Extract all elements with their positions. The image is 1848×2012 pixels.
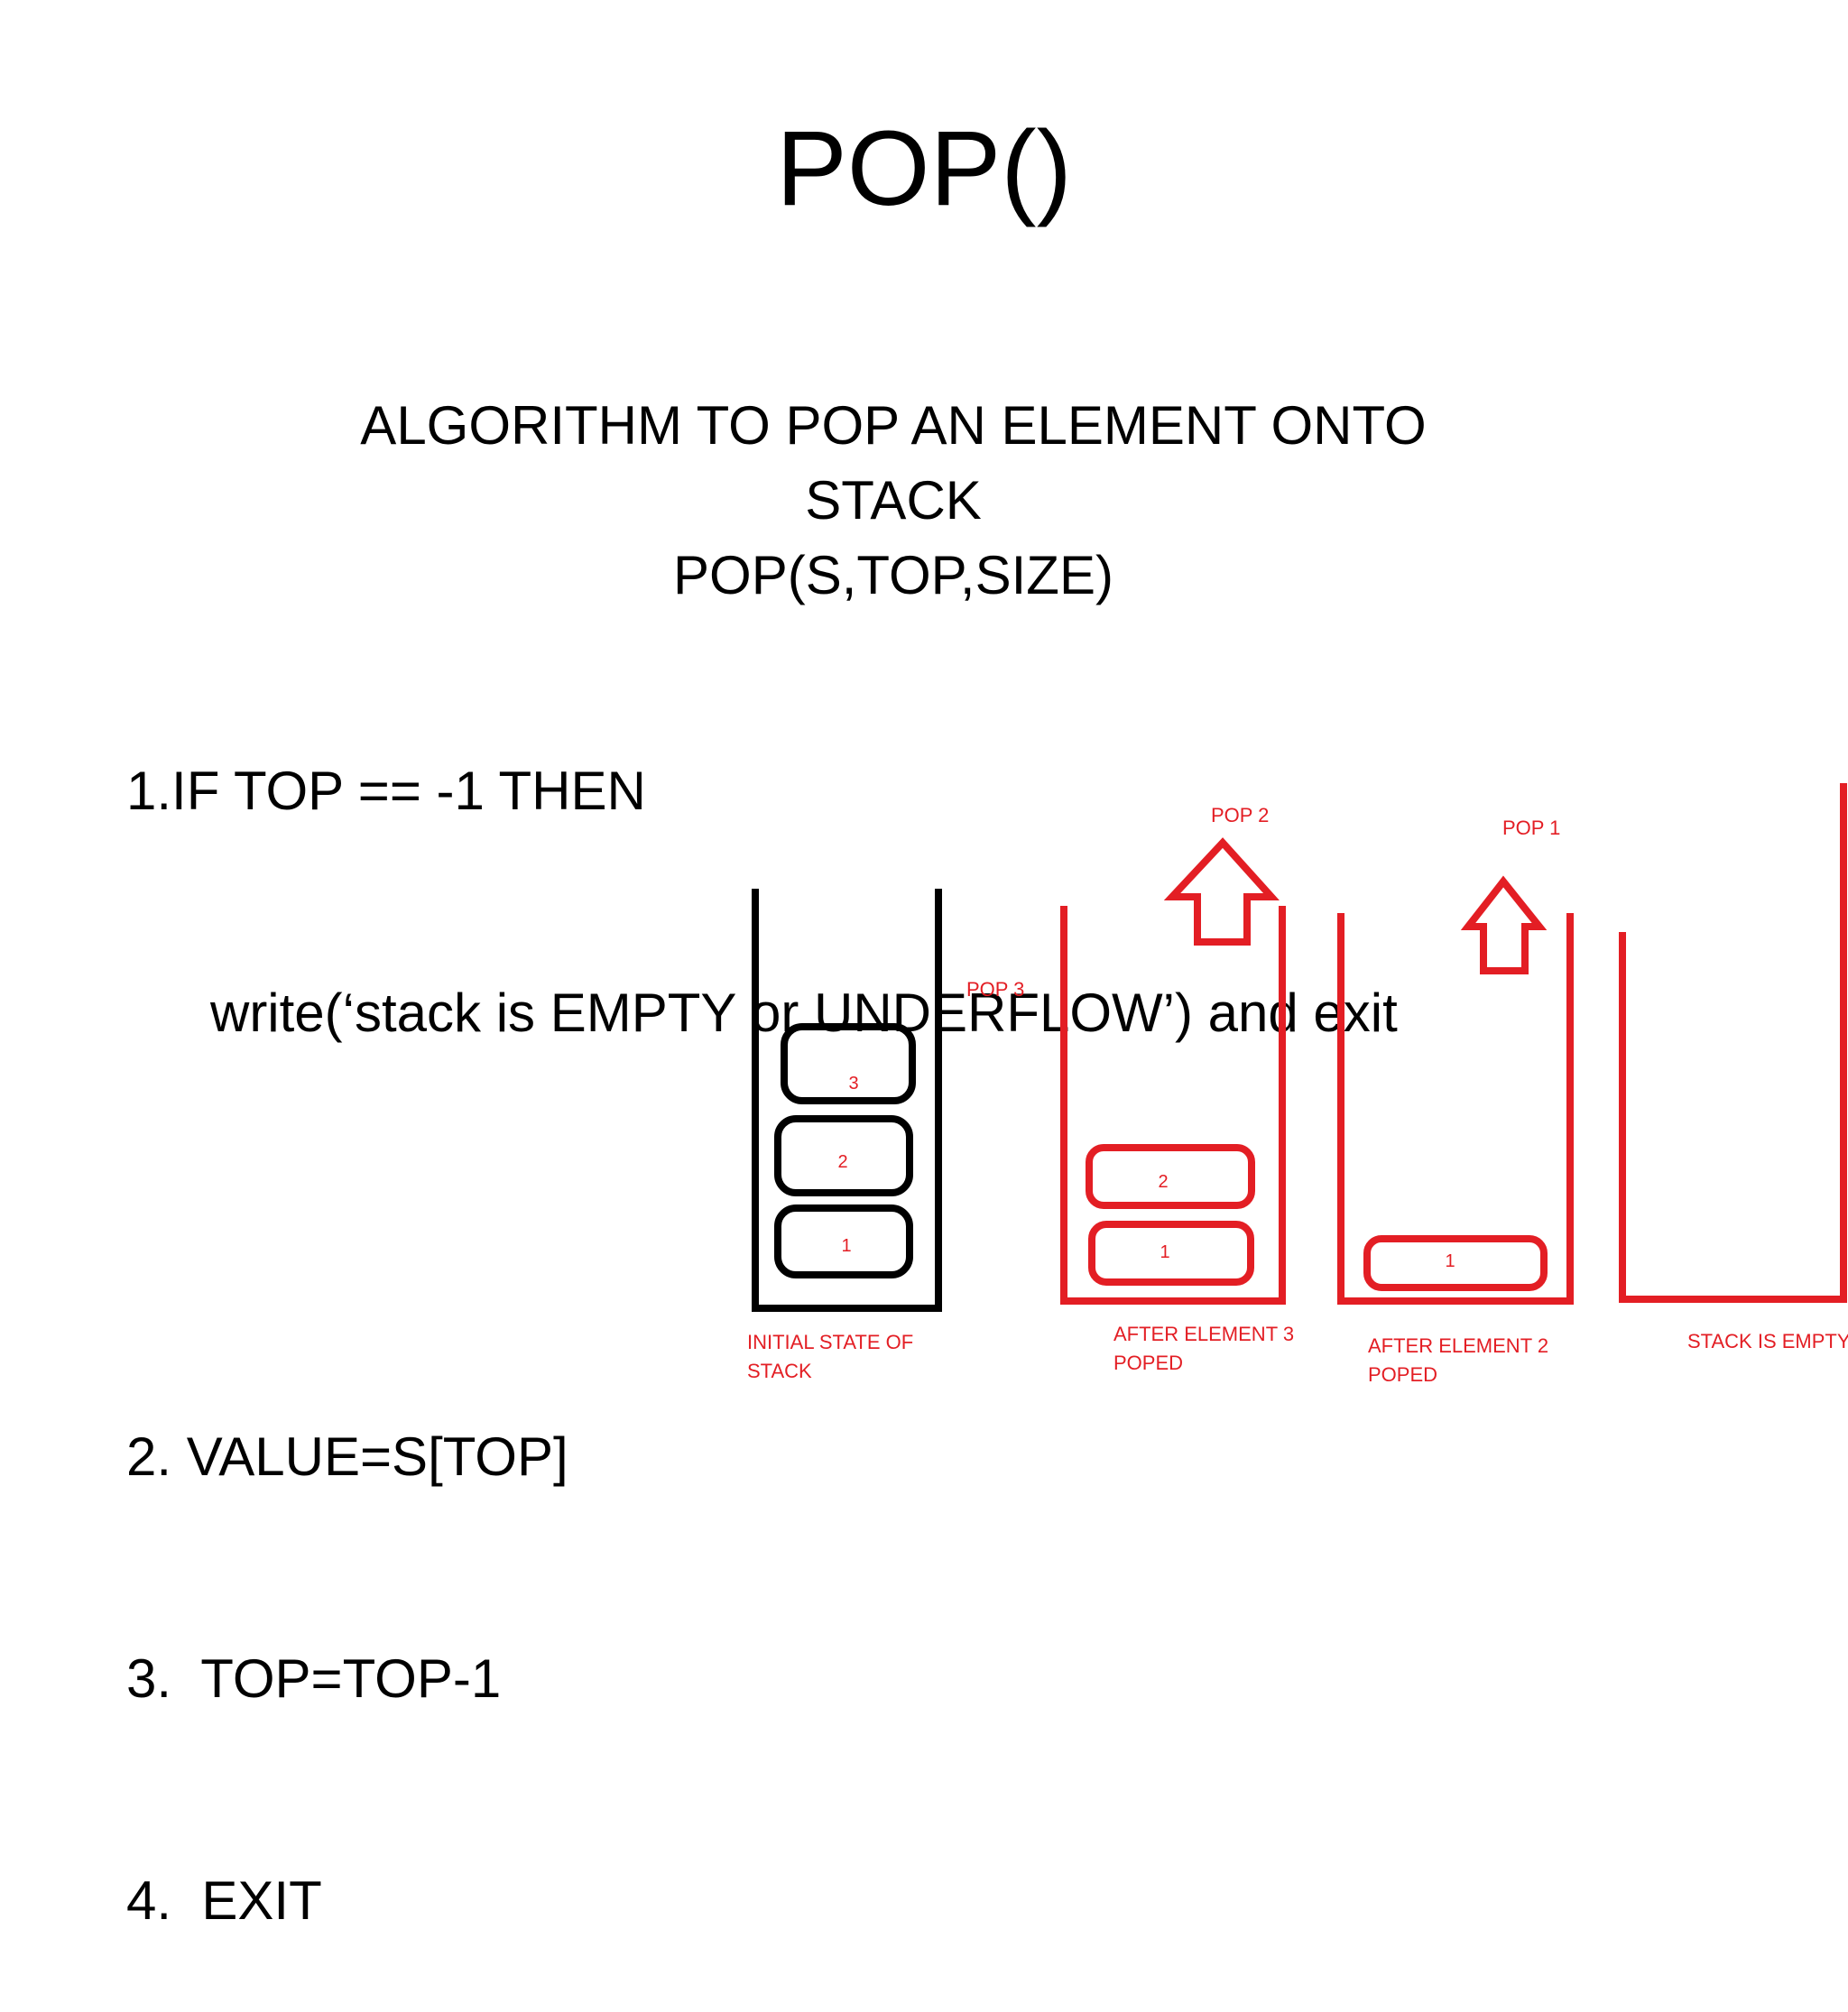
algorithm-step-2: 2. VALUE=S[TOP] <box>126 1426 568 1487</box>
slide-title: POP() <box>776 109 1072 228</box>
pop-arrow-icon <box>1460 875 1548 974</box>
stack-element-label: 3 <box>848 1074 858 1094</box>
stack-element-label: 2 <box>1158 1172 1168 1192</box>
subtitle-algorithm-heading: ALGORITHM TO POP AN ELEMENT ONTO STACK <box>360 395 1427 531</box>
stack-element-box <box>774 1115 913 1196</box>
algorithm-step-4: 4. EXIT <box>126 1870 322 1931</box>
pop-arrow-icon <box>1163 837 1280 946</box>
stack-after-pop-2: 1 POP 1 AFTER ELEMENT 2 POPED <box>1337 817 1574 1386</box>
stack-caption-line2: STACK <box>747 1360 812 1382</box>
pop-label: POP 3 <box>966 978 1024 1001</box>
stack-element-box <box>1363 1235 1548 1291</box>
stack-caption-line1: AFTER ELEMENT 2 <box>1368 1334 1548 1357</box>
algorithm-step-3: 3. TOP=TOP-1 <box>126 1648 502 1709</box>
stack-element-box <box>1086 1144 1255 1209</box>
stack-pop-diagram: 3 2 1 INITIAL STATE OF STACK POP 3 2 1 P… <box>747 783 1848 1386</box>
stack-element-box <box>1088 1221 1254 1286</box>
pop-label: POP 2 <box>1211 804 1269 826</box>
stack-caption-line2: POPED <box>1113 1352 1183 1374</box>
stack-caption-line1: AFTER ELEMENT 3 <box>1113 1323 1294 1345</box>
stack-element-label: 1 <box>841 1236 851 1256</box>
subtitle-function-signature: POP(S,TOP,SIZE) <box>673 545 1113 605</box>
stack-after-pop-3: 2 1 POP 2 AFTER ELEMENT 3 POPED <box>1060 804 1294 1374</box>
stack-caption-line1: INITIAL STATE OF <box>747 1331 913 1353</box>
slide-subtitle: ALGORITHM TO POP AN ELEMENT ONTO STACK P… <box>271 388 1516 613</box>
stack-initial-container <box>752 889 942 1312</box>
algorithm-step-1: 1.IF TOP == -1 THEN <box>126 761 646 821</box>
stack-empty: STACK IS EMPTY <box>1619 783 1848 1352</box>
stack-after-pop-2-container <box>1337 913 1574 1305</box>
stack-caption-line1: STACK IS EMPTY <box>1687 1330 1848 1352</box>
stack-element-box <box>781 1023 916 1104</box>
stack-element-label: 2 <box>837 1152 847 1172</box>
stack-caption-line2: POPED <box>1368 1363 1437 1386</box>
stack-after-pop-3-container <box>1060 906 1286 1305</box>
stack-element-box <box>774 1204 913 1278</box>
stack-empty-container <box>1619 783 1847 1303</box>
stack-initial: 3 2 1 INITIAL STATE OF STACK <box>747 889 942 1382</box>
stack-element-label: 1 <box>1160 1242 1169 1262</box>
stack-element-label: 1 <box>1445 1251 1455 1271</box>
pop-label: POP 1 <box>1502 817 1560 839</box>
